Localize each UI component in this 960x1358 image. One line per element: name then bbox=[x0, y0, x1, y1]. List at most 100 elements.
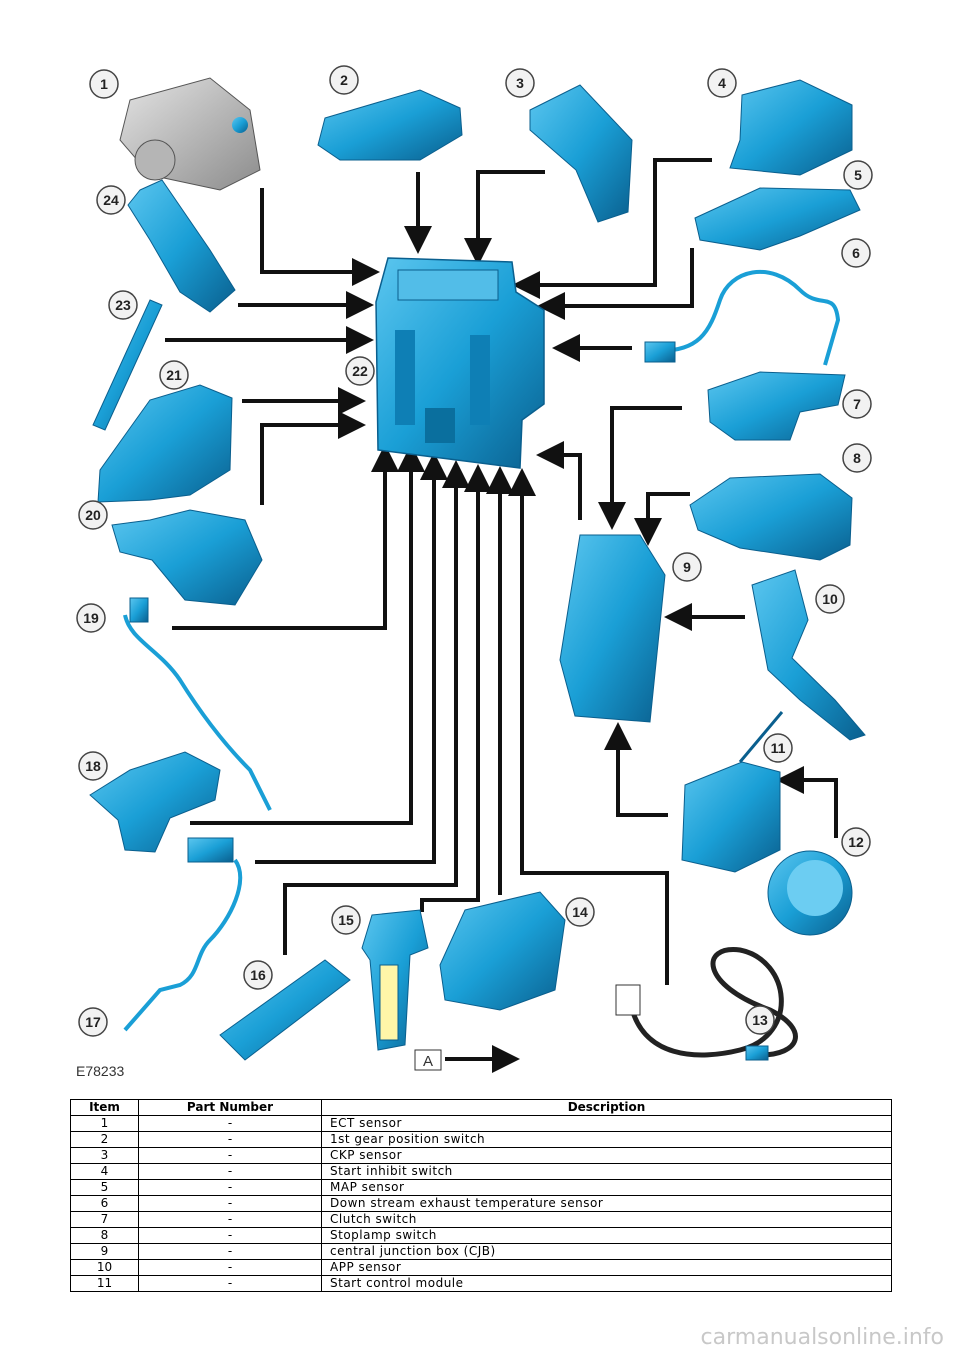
callout-number: 12 bbox=[848, 834, 864, 850]
table-row: 4-Start inhibit switch bbox=[70, 1163, 892, 1180]
callout-circle bbox=[78, 751, 108, 781]
callout-number: 24 bbox=[103, 192, 119, 208]
callout-circle bbox=[89, 69, 119, 99]
cell-desc: Stoplamp switch bbox=[321, 1227, 892, 1244]
start-button bbox=[767, 850, 853, 936]
cell-part: - bbox=[138, 1275, 322, 1292]
header-description: Description bbox=[321, 1099, 892, 1116]
callout-circle bbox=[78, 500, 108, 530]
callout-circle bbox=[159, 360, 189, 390]
item-16-sensor bbox=[219, 959, 351, 1061]
cell-item: 8 bbox=[70, 1227, 139, 1244]
table-row: 8-Stoplamp switch bbox=[70, 1227, 892, 1244]
cell-item: 1 bbox=[70, 1115, 139, 1132]
cell-desc: Start inhibit switch bbox=[321, 1163, 892, 1180]
item-14-sensor bbox=[439, 891, 566, 1011]
table-row: 2-1st gear position switch bbox=[70, 1131, 892, 1148]
cell-part: - bbox=[138, 1179, 322, 1196]
connection-arrows bbox=[165, 158, 838, 1073]
cell-part: - bbox=[138, 1227, 322, 1244]
ckp-sensor bbox=[529, 84, 633, 223]
callout-number: 1 bbox=[100, 76, 108, 92]
cell-item: 7 bbox=[70, 1211, 139, 1228]
start-inhibit-switch bbox=[729, 79, 853, 176]
parts-table: Item Part Number Description 1-ECT senso… bbox=[70, 1099, 892, 1292]
callout-circle bbox=[345, 356, 375, 386]
callout-circle bbox=[842, 443, 872, 473]
stoplamp-switch bbox=[689, 473, 853, 561]
callout-number: 16 bbox=[250, 967, 266, 983]
cell-desc: Down stream exhaust temperature sensor bbox=[321, 1195, 892, 1212]
cell-part: - bbox=[138, 1211, 322, 1228]
system-diagram: 123456789101112131415161718192021222324 … bbox=[76, 65, 873, 1079]
callout-circle bbox=[243, 960, 273, 990]
cell-item: 4 bbox=[70, 1163, 139, 1180]
cell-item: 6 bbox=[70, 1195, 139, 1212]
cell-item: 5 bbox=[70, 1179, 139, 1196]
callout-number: 18 bbox=[85, 758, 101, 774]
callout-circle bbox=[745, 1005, 775, 1035]
watermark: carmanualsonline.info bbox=[700, 1325, 944, 1350]
callout-circle bbox=[841, 238, 871, 268]
item-17-sensor bbox=[123, 837, 243, 1032]
ecm-module bbox=[375, 257, 545, 469]
item-21-sensor bbox=[97, 384, 233, 503]
callout-number: 7 bbox=[853, 396, 861, 412]
cell-desc: Start control module bbox=[321, 1275, 892, 1292]
cell-desc: CKP sensor bbox=[321, 1147, 892, 1164]
callout-number: 5 bbox=[854, 167, 862, 183]
view-label-box bbox=[414, 1049, 442, 1071]
table-row: 9-central junction box (CJB) bbox=[70, 1243, 892, 1260]
callout-circle bbox=[841, 827, 871, 857]
cell-item: 11 bbox=[70, 1275, 139, 1292]
cell-desc: MAP sensor bbox=[321, 1179, 892, 1196]
callout-circle bbox=[565, 897, 595, 927]
callout-circle bbox=[78, 1007, 108, 1037]
callout-circle bbox=[842, 389, 872, 419]
callout-number: 4 bbox=[718, 75, 726, 91]
item-24-sensor bbox=[127, 179, 236, 313]
cell-item: 2 bbox=[70, 1131, 139, 1148]
callout-number: 19 bbox=[83, 610, 99, 626]
item-18-sensor bbox=[89, 751, 221, 853]
figure-id: E78233 bbox=[76, 1063, 124, 1079]
table-row: 3-CKP sensor bbox=[70, 1147, 892, 1164]
cjb-module bbox=[559, 534, 666, 723]
callout-number: 14 bbox=[572, 904, 588, 920]
cell-item: 3 bbox=[70, 1147, 139, 1164]
table-row: 5-MAP sensor bbox=[70, 1179, 892, 1196]
callout-circle bbox=[763, 733, 793, 763]
cell-desc: central junction box (CJB) bbox=[321, 1243, 892, 1260]
cell-item: 10 bbox=[70, 1259, 139, 1276]
header-part-number: Part Number bbox=[138, 1099, 322, 1116]
cell-part: - bbox=[138, 1163, 322, 1180]
cell-part: - bbox=[138, 1243, 322, 1260]
callout-circle bbox=[331, 905, 361, 935]
callout-circle bbox=[76, 603, 106, 633]
item-15-sensor bbox=[361, 909, 429, 1051]
table-row: 6-Down stream exhaust temperature sensor bbox=[70, 1195, 892, 1212]
gear-position-switch bbox=[317, 89, 463, 161]
table-row: 10-APP sensor bbox=[70, 1259, 892, 1276]
map-sensor bbox=[694, 187, 861, 251]
item-20-sensor bbox=[111, 509, 263, 606]
callout-circle bbox=[329, 65, 359, 95]
callout-number: 9 bbox=[683, 559, 691, 575]
header-item: Item bbox=[70, 1099, 139, 1116]
clutch-switch bbox=[707, 371, 846, 441]
callout-number: 21 bbox=[166, 367, 182, 383]
callout-number: 8 bbox=[853, 450, 861, 466]
cell-part: - bbox=[138, 1147, 322, 1164]
cell-desc: ECT sensor bbox=[321, 1115, 892, 1132]
wiring-harness bbox=[615, 947, 798, 1061]
table-row: 7-Clutch switch bbox=[70, 1211, 892, 1228]
callout-circle bbox=[707, 68, 737, 98]
cell-desc: Clutch switch bbox=[321, 1211, 892, 1228]
callout-circle bbox=[843, 160, 873, 190]
callout-number: 6 bbox=[852, 245, 860, 261]
table-header-row: Item Part Number Description bbox=[70, 1099, 892, 1116]
view-label: A bbox=[423, 1053, 433, 1070]
cell-part: - bbox=[138, 1131, 322, 1148]
cell-desc: APP sensor bbox=[321, 1259, 892, 1276]
